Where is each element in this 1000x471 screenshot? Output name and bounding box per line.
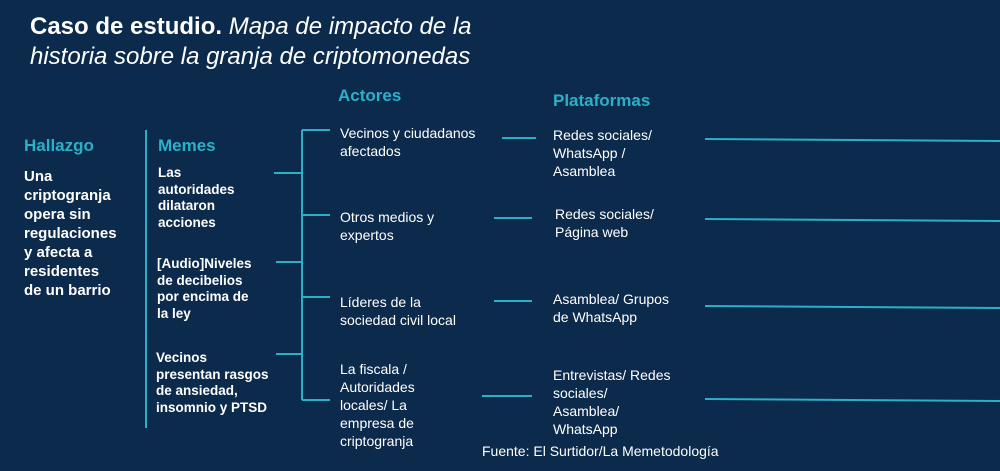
title-italic-line-1: Mapa de impacto de la [228,13,472,40]
actor-3: Líderes de la sociedad civil local [340,293,456,329]
meme-line: de decibelios [157,272,243,288]
finding-line: regulaciones [24,225,117,242]
platform-impact-line [704,398,1000,402]
actor-1: Vecinos y ciudadanos afectados [340,124,475,160]
platform-line: Asamblea/ Grupos [553,291,669,307]
meme-line: la ley [157,305,191,321]
platform-impact-line [704,218,1000,222]
title-italic-line-2: historia sobre la granja de criptomoneda… [30,43,471,70]
title-bold: Caso de estudio. [30,13,223,40]
source-credit: Fuente: El Surtidor/La Memetodología [482,443,719,459]
platform-impact-line [704,138,1000,142]
platform-2: Redes sociales/ Página web [555,205,654,241]
finding-line: residentes [24,263,100,280]
platform-line: Asamblea/ [553,403,620,419]
platform-3: Asamblea/ Grupos de WhatsApp [553,290,669,326]
meme-line: por encima de [157,289,249,304]
platform-line: WhatsApp [553,421,618,437]
platform-line: de WhatsApp [553,309,638,325]
actor-line: La fiscala / [340,361,407,377]
actor-line: Autoridades [340,379,415,395]
header-actores: Actores [338,86,402,105]
meme-3: Vecinos presentan rasgos de ansiedad, in… [156,350,269,416]
actor-line: locales/ La [340,397,407,413]
meme-line: presentan rasgos [156,366,269,382]
actor-line: Líderes de la [340,294,421,310]
actor-line: criptogranja [340,433,414,449]
platform-1: Redes sociales/ WhatsApp / Asamblea [553,126,652,180]
actor-2: Otros medios y expertos [340,208,434,244]
finding-line: de un barrio [24,282,111,299]
header-plataformas: Plataformas [553,91,651,110]
meme-line: de ansiedad, [156,383,238,398]
diagram-title: Caso de estudio. Mapa de impacto de la h… [30,12,730,72]
finding-line: criptogranja [24,187,111,204]
actor-line: Otros medios y [340,209,435,225]
finding-line: y afecta a [24,244,93,261]
actor-line: empresa de [340,415,414,431]
actor-line: expertos [340,227,394,243]
platform-4: Entrevistas/ Redes sociales/ Asamblea/ W… [553,366,671,438]
meme-line: acciones [158,214,216,230]
meme-line: Vecinos [156,350,208,365]
meme-line: dilataron [158,198,216,213]
platform-line: Redes sociales/ [553,127,652,143]
header-hallazgo: Hallazgo [24,136,94,155]
header-memes: Memes [158,136,216,155]
meme-line: Las [158,165,182,180]
meme-line: autoridades [158,181,235,197]
platform-line: Redes sociales/ [555,206,654,222]
finding-line: opera sin [24,206,91,223]
platform-line: sociales/ [553,385,608,401]
meme-line: insomnio y PTSD [156,399,268,415]
platform-line: Entrevistas/ Redes [553,367,671,383]
finding-line: Una [24,168,53,185]
platform-line: Página web [555,224,629,240]
actor-line: sociedad civil local [340,312,456,328]
actor-4: La fiscala / Autoridades locales/ La emp… [340,360,415,450]
actor-line: Vecinos y ciudadanos [340,125,476,141]
platform-line: WhatsApp / [553,145,626,161]
actor-line: afectados [340,143,401,159]
meme-line: [Audio]Niveles [157,256,252,271]
meme-1: Las autoridades dilataron acciones [158,165,235,231]
platform-line: Asamblea [553,163,616,179]
finding-text: Una criptogranja opera sin regulaciones … [24,167,117,300]
meme-2: [Audio]Niveles de decibelios por encima … [157,256,252,322]
platform-impact-line [704,305,1000,309]
